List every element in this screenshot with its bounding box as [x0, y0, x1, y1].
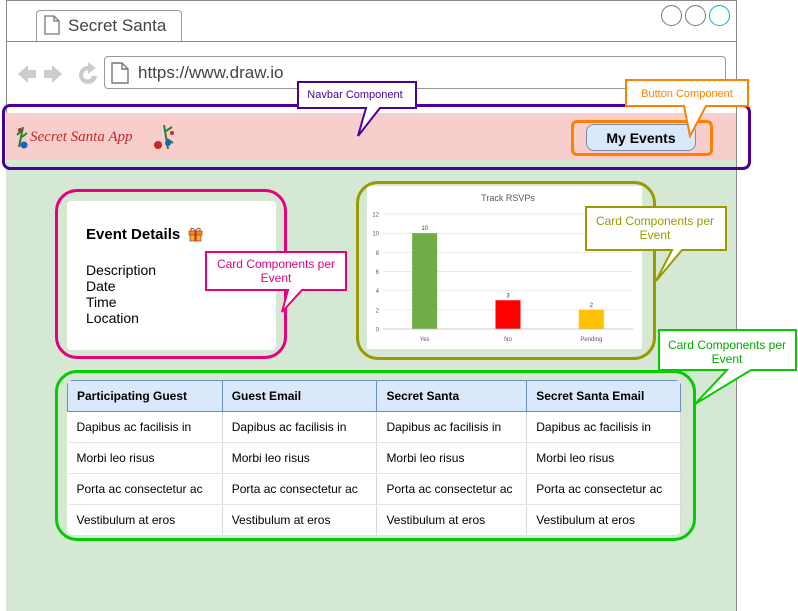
table-cell: Morbi leo risus: [222, 442, 378, 474]
app-logo[interactable]: Secret Santa App: [16, 121, 176, 153]
table-cell: Vestibulum at eros: [376, 504, 528, 535]
table-cell: Dapibus ac facilisis in: [526, 411, 681, 443]
event-field-description: Description: [86, 262, 157, 278]
bar-yes: [412, 233, 438, 329]
x-tick-label: Yes: [420, 337, 430, 343]
document-icon: [44, 15, 60, 35]
table-cell: Porta ac consectetur ac: [67, 473, 223, 505]
event-field-time: Time: [86, 294, 117, 310]
y-tick-label: 10: [372, 232, 379, 238]
button-callout-label: Button Component: [641, 88, 733, 100]
x-tick-label: No: [504, 337, 512, 343]
y-tick-label: 8: [376, 251, 380, 257]
table-card-callout: [658, 329, 797, 405]
table-row[interactable]: Porta ac consectetur ac Porta ac consect…: [67, 473, 681, 505]
event-field-location: Location: [86, 310, 139, 326]
y-tick-label: 12: [372, 213, 379, 219]
event-field-date: Date: [86, 278, 116, 294]
data-label: 10: [421, 226, 428, 232]
event-card-callout: [205, 251, 347, 313]
table-card-callout-label: Card Components per Event: [667, 338, 787, 366]
table-cell: Dapibus ac facilisis in: [376, 411, 528, 443]
page-icon: [111, 62, 129, 84]
table-header-row: Participating Guest Guest Email Secret S…: [67, 380, 681, 412]
table-row[interactable]: Dapibus ac facilisis in Dapibus ac facil…: [67, 411, 681, 443]
reload-icon[interactable]: [79, 62, 97, 84]
navigation-icons: [18, 62, 97, 84]
rsvp-card-callout: [585, 206, 727, 282]
rsvp-card-callout-label: Card Components per Event: [595, 214, 715, 242]
my-events-button[interactable]: My Events: [586, 124, 696, 151]
chart-title: Track RSVPs: [481, 193, 535, 203]
window-button-1[interactable]: [661, 5, 682, 26]
table-cell: Vestibulum at eros: [222, 504, 378, 535]
logo-text: Secret Santa App: [30, 129, 133, 145]
column-header-secret-santa[interactable]: Secret Santa: [376, 380, 528, 412]
tab-title: Secret Santa: [68, 16, 167, 35]
table-cell: Porta ac consectetur ac: [222, 473, 378, 505]
table-card-highlight-outline: [55, 370, 696, 541]
url-text: https://www.draw.io: [138, 63, 284, 82]
data-label: 2: [590, 303, 594, 309]
table-cell: Morbi leo risus: [67, 442, 223, 474]
gift-icon: [188, 227, 203, 242]
window-button-3[interactable]: [709, 5, 730, 26]
table-cell: Dapibus ac facilisis in: [67, 411, 223, 443]
table-row[interactable]: Vestibulum at eros Vestibulum at eros Ve…: [67, 504, 681, 535]
table-cell: Vestibulum at eros: [67, 504, 223, 535]
table-cell: Porta ac consectetur ac: [526, 473, 681, 505]
bar-pending: [578, 309, 604, 329]
button-highlight-outline: [571, 120, 713, 156]
table-cell: Dapibus ac facilisis in: [222, 411, 378, 443]
navbar-callout: [297, 81, 417, 137]
table-cell: Vestibulum at eros: [526, 504, 681, 535]
ornament-icon: [154, 124, 174, 150]
window-button-2[interactable]: [685, 5, 706, 26]
event-card-callout-label: Card Components per Event: [216, 257, 336, 285]
y-tick-label: 2: [376, 308, 380, 314]
data-label: 3: [506, 293, 510, 299]
button-callout: [625, 79, 749, 139]
navbar-callout-label: Navbar Component: [307, 89, 403, 101]
table-cell: Morbi leo risus: [526, 442, 681, 474]
x-tick-label: Pending: [580, 337, 602, 343]
browser-tab[interactable]: [36, 10, 182, 42]
column-header-secret-santa-email[interactable]: Secret Santa Email: [526, 380, 681, 412]
event-details-title: Event Details: [86, 226, 181, 243]
column-header-participating-guest[interactable]: Participating Guest: [67, 380, 223, 412]
y-tick-label: 0: [376, 328, 380, 334]
bar-no: [495, 300, 521, 329]
tab-bar-divider: [6, 41, 737, 42]
y-tick-label: 6: [376, 270, 380, 276]
rsvp-card-highlight-outline: [356, 181, 656, 360]
table-cell: Porta ac consectetur ac: [376, 473, 528, 505]
back-arrow-icon[interactable]: [18, 65, 36, 83]
table-row[interactable]: Morbi leo risus Morbi leo risus Morbi le…: [67, 442, 681, 474]
guest-table: Participating Guest Guest Email Secret S…: [67, 380, 681, 535]
table-cell: Morbi leo risus: [376, 442, 528, 474]
column-header-guest-email[interactable]: Guest Email: [221, 380, 378, 412]
holly-icon: [16, 126, 28, 149]
y-tick-label: 4: [376, 289, 380, 295]
forward-arrow-icon[interactable]: [44, 65, 62, 83]
